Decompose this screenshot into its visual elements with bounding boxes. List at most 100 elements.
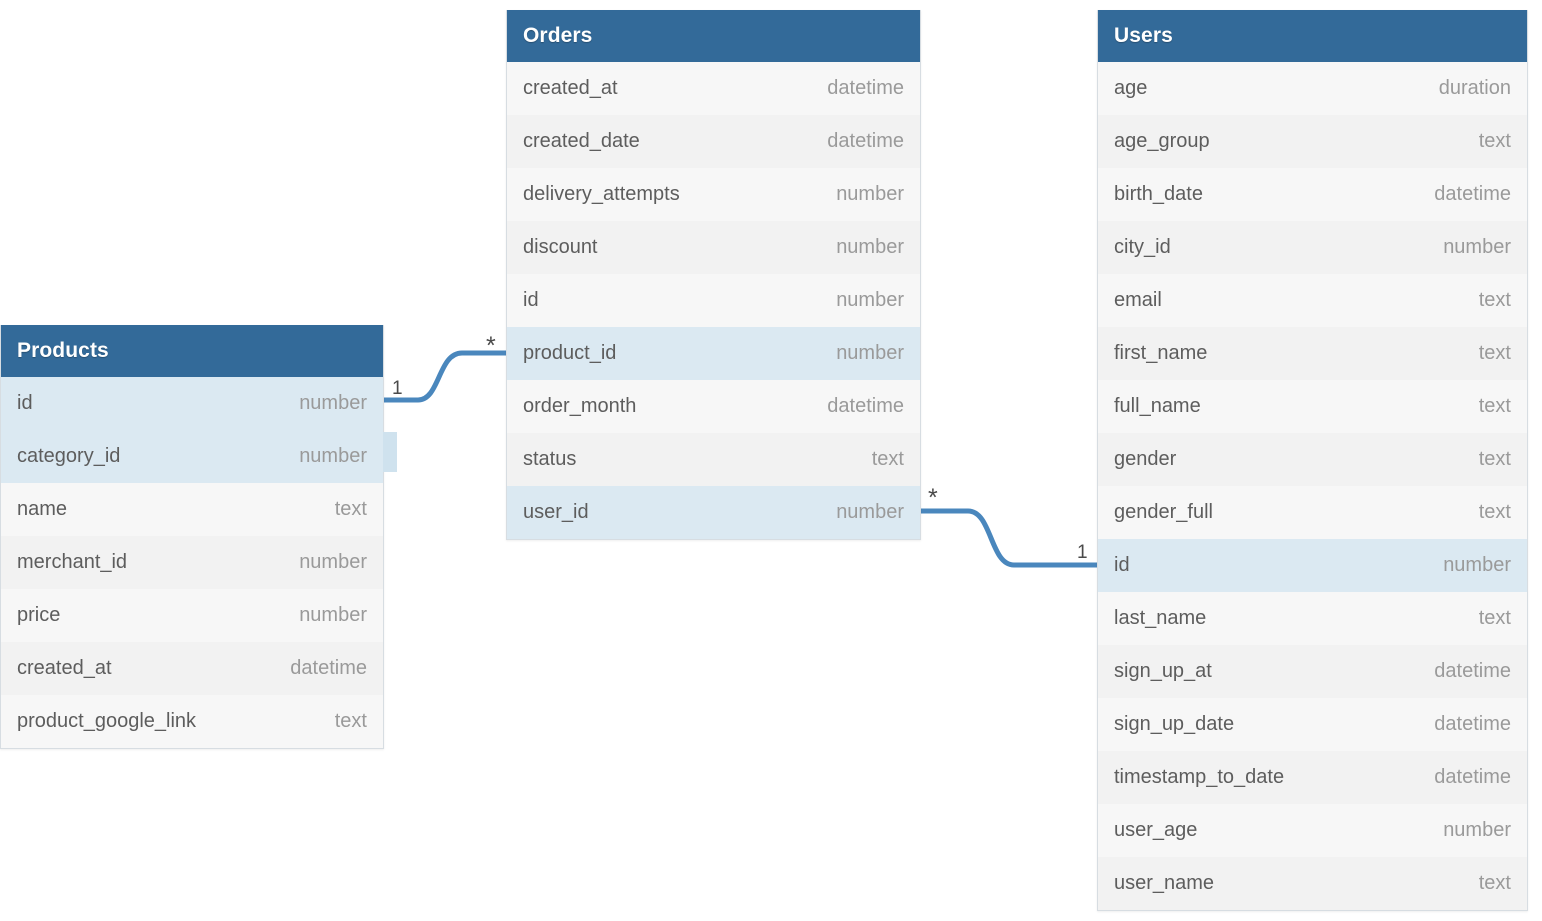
field-row[interactable]: created_at datetime [507,62,920,115]
field-type: number [836,289,904,311]
field-type: text [1478,501,1511,523]
entity-table-orders[interactable]: Orders created_at datetime created_date date… [506,10,921,540]
field-name: delivery_attempts [523,183,680,205]
field-row[interactable]: created_date datetime [507,115,920,168]
field-name: full_name [1114,395,1201,417]
field-name: user_id [523,501,589,523]
field-name: created_date [523,130,640,152]
field-name: birth_date [1114,183,1203,205]
field-name: last_name [1114,607,1207,629]
field-row[interactable]: gender text [1098,433,1527,486]
field-type: text [334,710,367,732]
field-row[interactable]: price number [1,589,383,642]
field-name: name [17,498,68,520]
field-row[interactable]: full_name text [1098,380,1527,433]
field-type: datetime [1434,766,1511,788]
field-type: number [1443,236,1511,258]
field-name: sign_up_at [1114,660,1212,682]
field-name: created_at [523,77,618,99]
field-row[interactable]: email text [1098,274,1527,327]
field-row[interactable]: name text [1,483,383,536]
field-list-orders: created_at datetime created_date datetime de… [507,62,920,539]
category-id-edge-stub [383,432,397,472]
field-type: text [1478,872,1511,894]
field-name: age [1114,77,1148,99]
field-row[interactable]: birth_date datetime [1098,168,1527,221]
cardinality-to-orders-users: 1 [1077,542,1088,563]
field-type: text [1478,395,1511,417]
field-type: datetime [827,130,904,152]
field-row[interactable]: last_name text [1098,592,1527,645]
field-type: number [836,501,904,523]
field-row[interactable]: product_id number [507,327,920,380]
field-row[interactable]: timestamp_to_date datetime [1098,751,1527,804]
field-name: id [1114,554,1130,576]
field-name: price [17,604,61,626]
field-type: number [299,551,367,573]
field-name: status [523,448,577,470]
field-row[interactable]: sign_up_at datetime [1098,645,1527,698]
field-name: discount [523,236,598,258]
field-name: email [1114,289,1162,311]
field-row[interactable]: user_name text [1098,857,1527,910]
field-type: datetime [1434,713,1511,735]
field-type: number [836,236,904,258]
field-type: datetime [290,657,367,679]
entity-title-users[interactable]: Users [1098,10,1527,62]
cardinality-to-products-orders: * [486,332,496,360]
field-row[interactable]: user_id number [507,486,920,539]
field-name: product_id [523,342,617,364]
field-row[interactable]: id number [1098,539,1527,592]
field-name: timestamp_to_date [1114,766,1285,788]
field-row[interactable]: id number [507,274,920,327]
field-type: number [299,392,367,414]
field-row[interactable]: status text [507,433,920,486]
field-row[interactable]: sign_up_date datetime [1098,698,1527,751]
field-type: datetime [1434,660,1511,682]
field-type: text [334,498,367,520]
field-name: sign_up_date [1114,713,1235,735]
field-row[interactable]: product_google_link text [1,695,383,748]
field-name: id [523,289,539,311]
entity-title-products[interactable]: Products [1,325,383,377]
field-row[interactable]: age_group text [1098,115,1527,168]
field-name: user_name [1114,872,1215,894]
cardinality-from-products-orders: 1 [392,378,403,399]
field-type: number [1443,819,1511,841]
field-row[interactable]: delivery_attempts number [507,168,920,221]
field-type: number [299,604,367,626]
field-name: age_group [1114,130,1210,152]
field-row[interactable]: gender_full text [1098,486,1527,539]
field-type: text [1478,448,1511,470]
field-name: gender [1114,448,1177,470]
field-type: text [1478,130,1511,152]
field-type: text [1478,607,1511,629]
field-row[interactable]: category_id number [1,430,383,483]
field-type: text [1478,289,1511,311]
field-type: number [836,342,904,364]
field-row[interactable]: discount number [507,221,920,274]
field-name: order_month [523,395,637,417]
field-name: category_id [17,445,121,467]
field-type: number [299,445,367,467]
entity-title-orders[interactable]: Orders [507,10,920,62]
field-type: number [836,183,904,205]
field-type: text [871,448,904,470]
field-name: product_google_link [17,710,197,732]
field-type: number [1443,554,1511,576]
field-name: gender_full [1114,501,1213,523]
field-type: datetime [1434,183,1511,205]
field-type: datetime [827,77,904,99]
